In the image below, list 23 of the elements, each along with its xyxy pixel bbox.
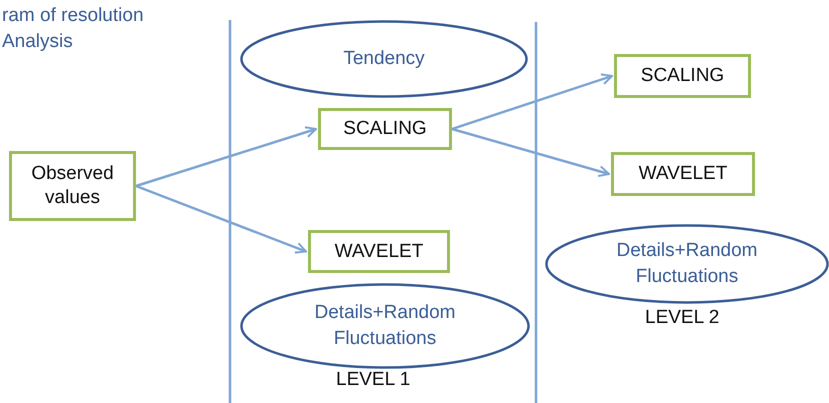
node-label: Observed values (30, 162, 115, 210)
ellipse-node (545, 224, 829, 304)
ellipse-node (240, 283, 530, 369)
node-label: WAVELET (334, 240, 424, 264)
arrow (136, 184, 307, 254)
node-label: SCALING (640, 64, 724, 88)
process-box (9, 151, 136, 221)
process-box (308, 230, 450, 273)
level-label: LEVEL 1 (336, 369, 410, 391)
node-label: WAVELET (638, 162, 728, 186)
node-label: Details+Random Fluctuations (314, 301, 456, 351)
diagram-title: ram of resolution Analysis (2, 4, 145, 54)
ellipse-node (240, 20, 528, 98)
process-box (614, 54, 751, 98)
node-label: Tendency (342, 47, 426, 72)
arrow (452, 73, 613, 130)
node-label: SCALING (343, 117, 427, 141)
node-label: Details+Random Fluctuations (616, 239, 758, 289)
level-label: LEVEL 2 (645, 307, 720, 329)
process-box (318, 108, 452, 150)
arrow (452, 128, 610, 178)
process-box (611, 152, 755, 196)
arrow (136, 126, 317, 188)
